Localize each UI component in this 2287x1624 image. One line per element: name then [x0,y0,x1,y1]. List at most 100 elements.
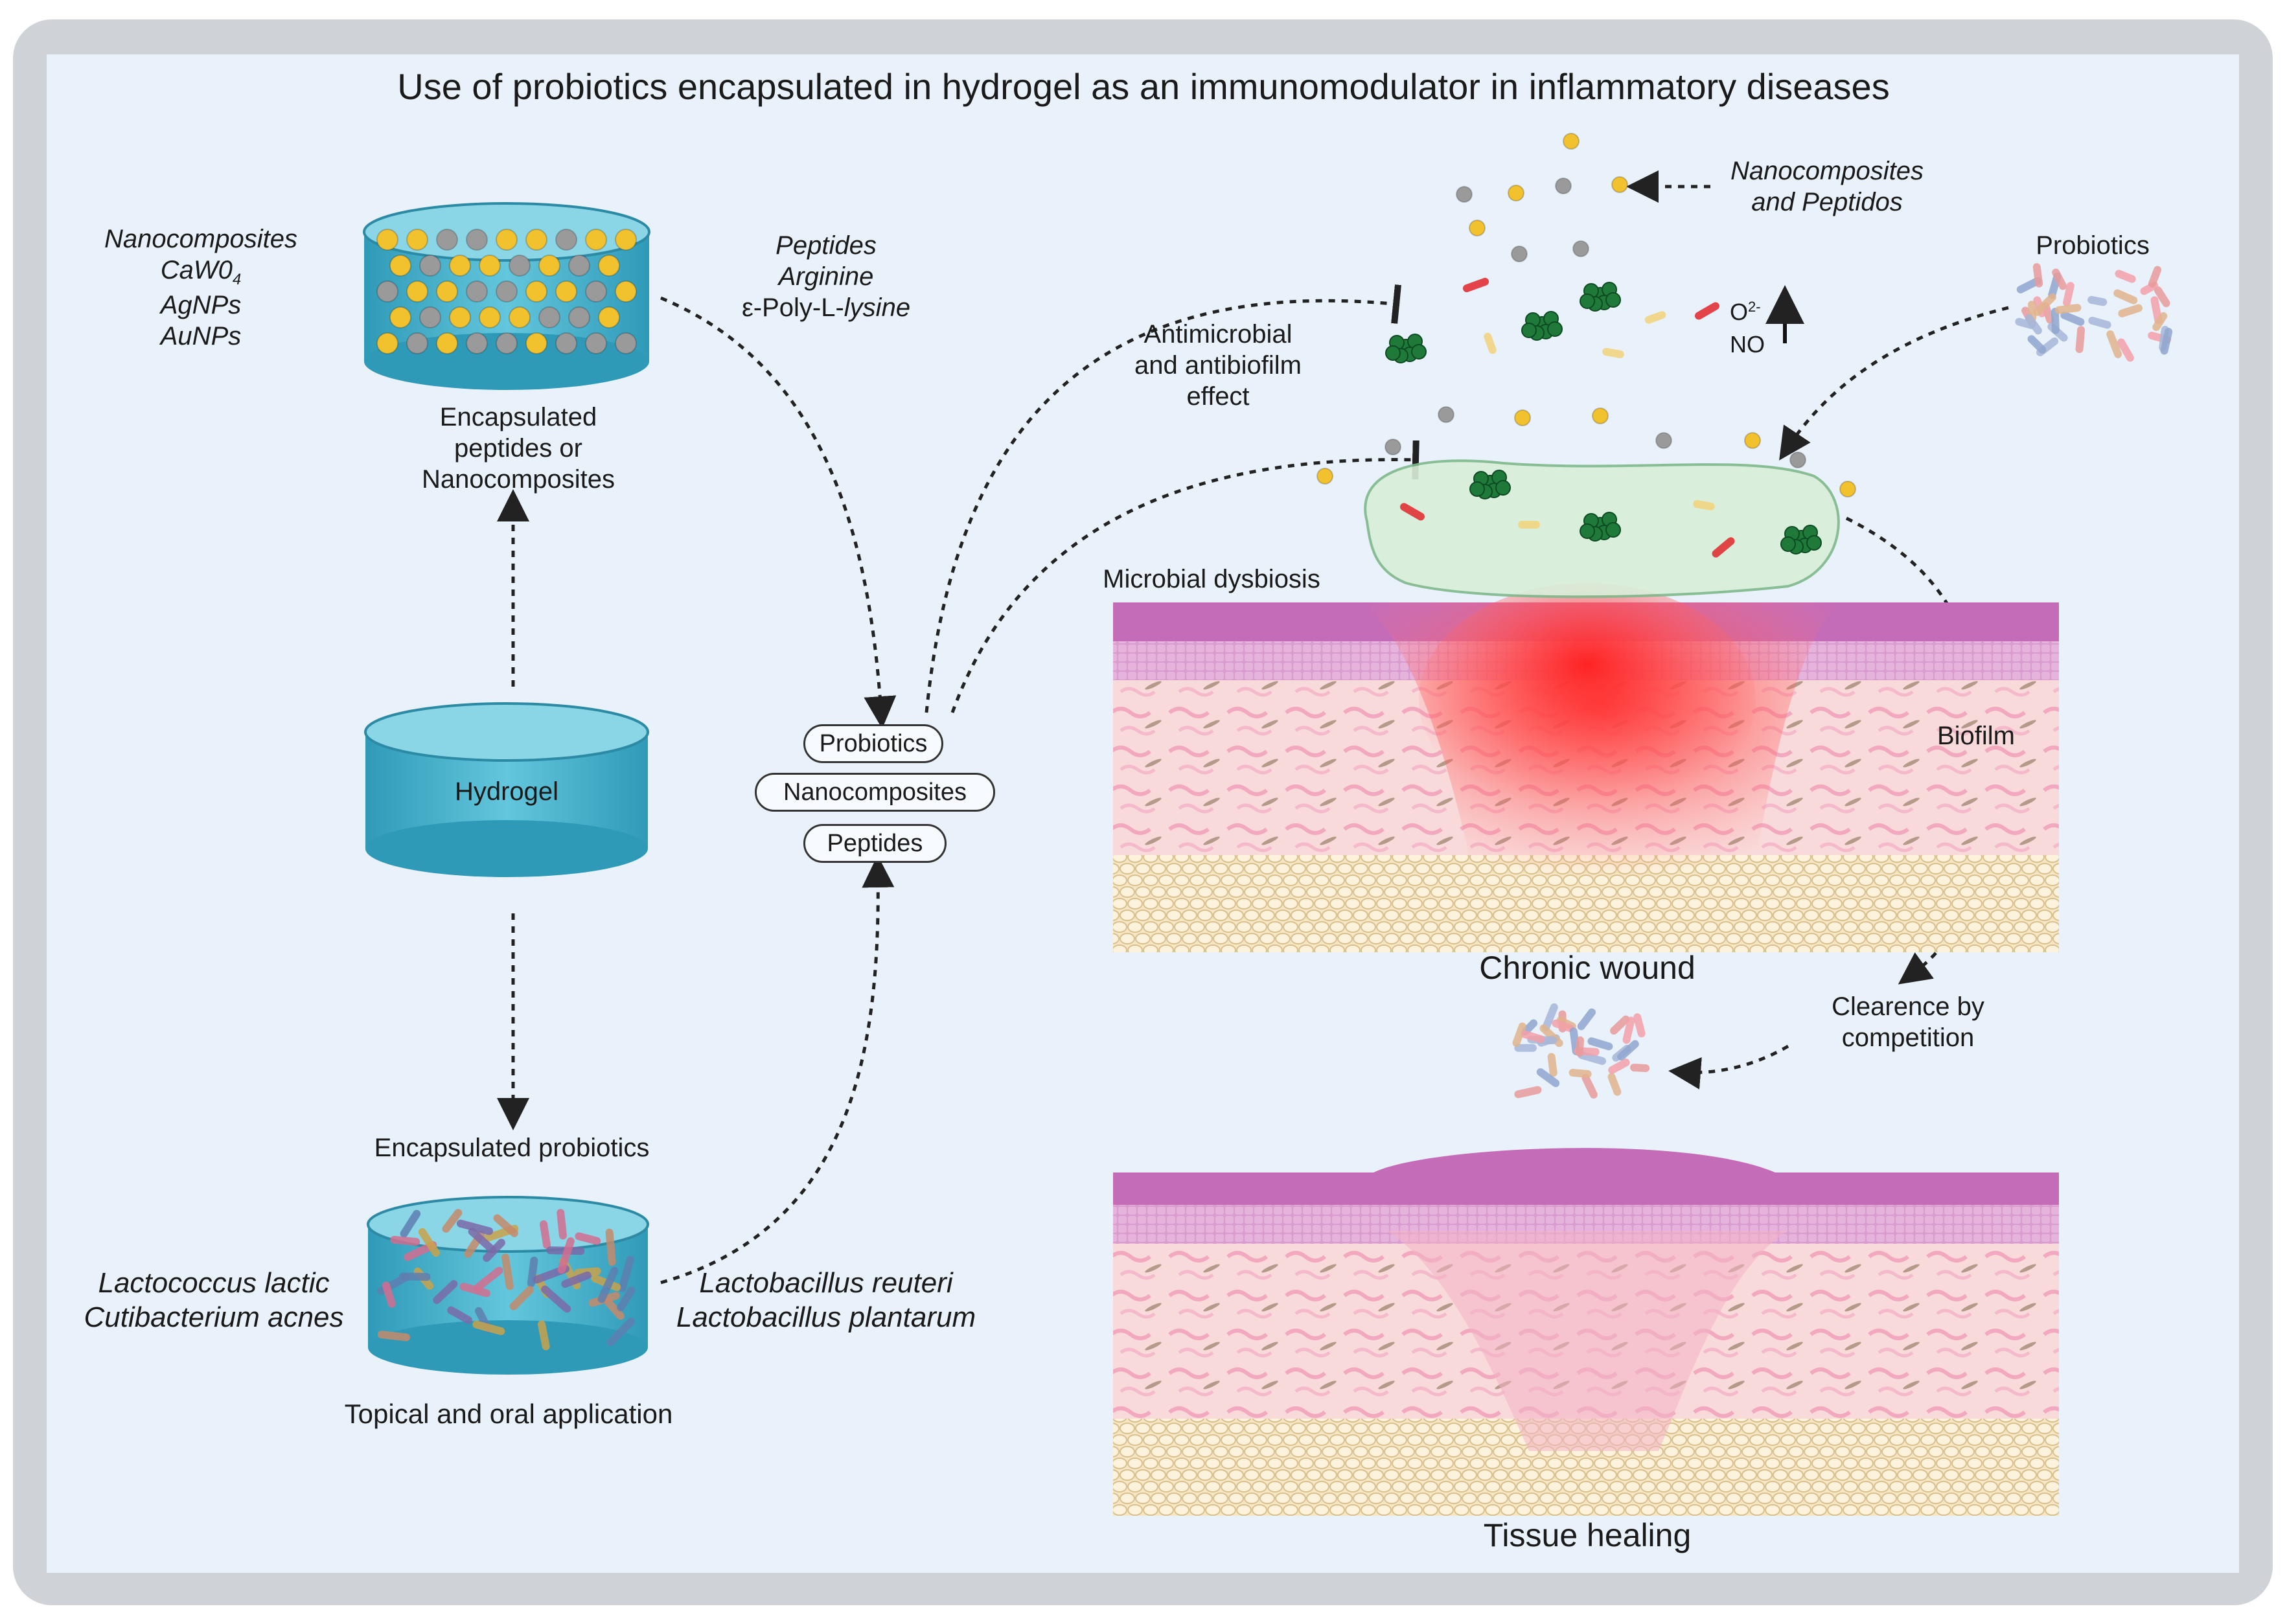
nanocomposite-hydrogel-cylinder [363,202,650,390]
probiotic-cloud-bacterium [1617,1040,1639,1061]
hydrogel-cylinder [364,702,649,877]
nanoparticle [1572,240,1589,257]
particle [615,229,637,251]
probiotic-cloud-bacterium [1514,1086,1542,1099]
probiotics-label: Probiotics [2036,231,2150,260]
particle [496,332,518,354]
probiotic-cloud-bacterium [1514,1044,1537,1052]
particle [466,332,488,354]
pathogen-rod-small [1518,521,1540,529]
probiotic-cloud-bacterium [2148,266,2162,288]
pathogen-rod-small [1644,311,1666,324]
aunps-item: AuNPs [160,321,242,350]
probiotic-bacterium [561,1271,592,1288]
probiotic-cloud-bacterium [1575,1036,1585,1057]
pill-probiotics: Probiotics [803,724,943,763]
nanoparticle [1563,133,1580,150]
probiotic-cloud-bacterium [2054,304,2082,314]
nanoparticle [1385,439,1401,455]
particle [509,306,531,328]
arrow-pills-to-dysbiosis [950,440,1419,713]
probiotic-cloud-bacterium [2088,316,2111,329]
particle [466,280,488,303]
probiotic-bacterium [575,1232,601,1245]
probiotic-bacterium [618,1255,634,1292]
particle [419,255,441,277]
probiotic-cloud-bacterium [2025,314,2042,335]
pill-nanocomposites: Nanocomposites [755,773,995,812]
particle [555,229,577,251]
pill-peptides: Peptides [803,824,947,863]
probiotic-bacterium [501,1253,514,1290]
cawo-item: CaW04 [160,256,242,288]
particle [376,229,398,251]
pathogen-cluster [1580,282,1621,312]
strains-right: Lactobacillus reuteri Lactobacillus plan… [676,1267,976,1333]
probiotic-bacterium [390,1235,420,1246]
probiotic-bacterium [377,1331,411,1342]
dysbiosis-label: Microbial dysbiosis [1103,565,1320,593]
particle [496,229,518,251]
particle [509,255,531,277]
probiotic-bacterium [442,1209,463,1233]
probiotic-cloud-bacterium [1552,1019,1574,1033]
arrow-clearance-to-probiotics [1668,1044,1789,1090]
particle [568,255,590,277]
probiotic-cloud-bacterium [2087,295,2108,306]
particle [376,332,398,354]
arrow-probiotics-to-wound [1779,306,2009,461]
pathogen-rod-small [1484,332,1497,354]
pathogen-rod [1400,503,1425,521]
particle [466,229,488,251]
peptides-list: Peptides Arginine ε-Poly-L-lysine [741,231,911,322]
nanoparticle [1316,468,1333,485]
probiotic-bacterium [382,1281,396,1308]
probiotic-bacterium [617,1286,636,1312]
probiotic-cloud-bacterium [1547,1053,1557,1077]
nanoparticle [1611,176,1628,193]
probiotic-cloud-bacterium [2106,330,2122,358]
tissue-healing-skin [1113,1148,2059,1516]
nanocomposites-list: Nanocomposites CaW04 AgNPs AuNPs [91,223,311,352]
probiotic-bacterium [468,1228,496,1253]
nanoparticle [1456,186,1473,203]
particle [479,255,501,277]
nanoparticle [1469,220,1486,236]
probiotic-cloud-bacterium [1521,1030,1545,1044]
probiotic-cloud-bacterium [1536,1068,1560,1088]
strains-left: Lactococcus lactic Cutibacterium acnes [84,1267,344,1333]
probiotic-bacterium [433,1280,458,1304]
probiotic-bacterium [538,1320,550,1351]
particle [598,255,620,277]
particle [585,280,607,303]
probiotic-cloud-bacterium [2015,317,2036,330]
encapsulated-probiotics-label: Encapsulated probiotics [374,1134,650,1162]
probiotic-cloud-bacterium [2117,338,2134,362]
particle [496,280,518,303]
particle [449,306,471,328]
probiotic-cloud-bacterium [1630,1064,1650,1073]
probiotic-bacterium [400,1209,421,1238]
particle [436,229,458,251]
probiotic-bacterium [541,1285,571,1313]
probiotic-cloud-bacterium [2032,263,2043,288]
pathogen-rod-small [1693,500,1715,510]
nanoparticle [1555,177,1572,194]
pathogen-rod [1712,537,1735,558]
probiotic-bacterium [447,1306,472,1324]
probiotic-bacterium [557,1237,575,1274]
hydrogel-label: Hydrogel [454,777,559,806]
probiotic-bacterium [509,1286,534,1310]
probiotic-cloud-bacterium [1608,1058,1630,1074]
particle [555,280,577,303]
arrow-top-to-pills [660,296,897,729]
arrow-wound-to-biofilm [1845,516,1992,729]
pathogen-cluster [1469,470,1511,499]
particle [585,332,607,354]
arrow-bottom-to-pills [660,855,895,1285]
probiotic-cloud-bacterium [1581,1073,1598,1099]
probiotic-cloud-bacterium [2063,282,2074,306]
particle [555,332,577,354]
particle [598,306,620,328]
particle [436,332,458,354]
